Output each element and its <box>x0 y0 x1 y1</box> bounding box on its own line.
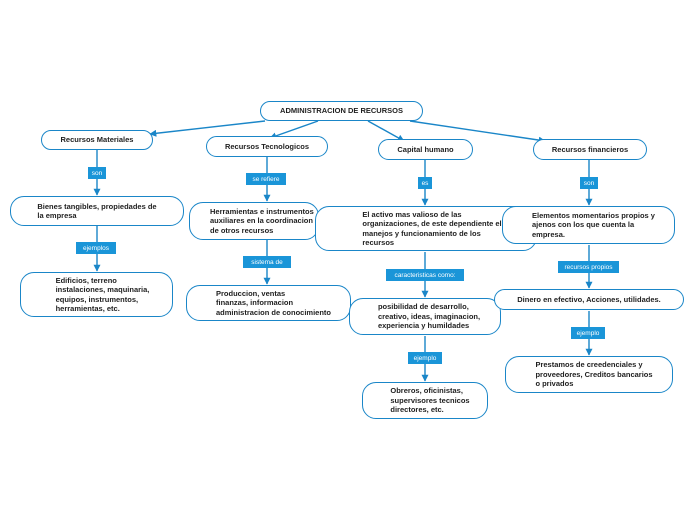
node-recursos-financieros[interactable]: Recursos financieros <box>533 139 647 160</box>
node-produccion[interactable]: Produccion, ventas finanzas, informacion… <box>186 285 351 321</box>
node-activo-valioso[interactable]: El activo mas valioso de las organizacio… <box>315 206 537 251</box>
tag-recursos-propios: recursos propios <box>558 261 619 273</box>
tag-caracteristicas: caracteristicas como: <box>386 269 464 281</box>
tag-ejemplo-capital: ejemplo <box>408 352 442 364</box>
tag-ejemplos-materiales: ejemplos <box>76 242 116 254</box>
node-recursos-materiales[interactable]: Recursos Materiales <box>41 130 153 150</box>
link-root-tecnologicos <box>269 120 319 140</box>
node-dinero-efectivo[interactable]: Dinero en efectivo, Acciones, utilidades… <box>494 289 684 310</box>
node-obreros[interactable]: Obreros, oficinistas, supervisores tecni… <box>362 382 488 419</box>
tag-ejemplo-financieros: ejemplo <box>571 327 605 339</box>
node-bienes-tangibles[interactable]: Bienes tangibles, propiedades de la empr… <box>10 196 184 226</box>
root-node[interactable]: ADMINISTRACION DE RECURSOS <box>260 101 423 121</box>
link-root-capital <box>367 120 405 142</box>
node-posibilidad[interactable]: posibilidad de desarrollo, creativo, ide… <box>349 298 501 335</box>
tag-sistema-de: sistema de <box>243 256 291 268</box>
node-elementos-momentarios[interactable]: Elementos momentarios propios y ajenos c… <box>502 206 675 244</box>
link-root-materiales <box>149 120 266 137</box>
link-root-financieros <box>409 120 546 144</box>
tag-son-materiales: son <box>88 167 106 179</box>
tag-es: es <box>418 177 432 189</box>
node-edificios[interactable]: Edificios, terreno instalaciones, maquin… <box>20 272 173 317</box>
tag-se-refiere: se refiere <box>246 173 286 185</box>
node-herramientas[interactable]: Herramientas e instrumentos auxiliares e… <box>189 202 319 240</box>
node-capital-humano[interactable]: Capital humano <box>378 139 473 160</box>
node-prestamos[interactable]: Prestamos de creedenciales y proveedores… <box>505 356 673 393</box>
tag-son-financieros: son <box>580 177 598 189</box>
node-recursos-tecnologicos[interactable]: Recursos Tecnologicos <box>206 136 328 157</box>
